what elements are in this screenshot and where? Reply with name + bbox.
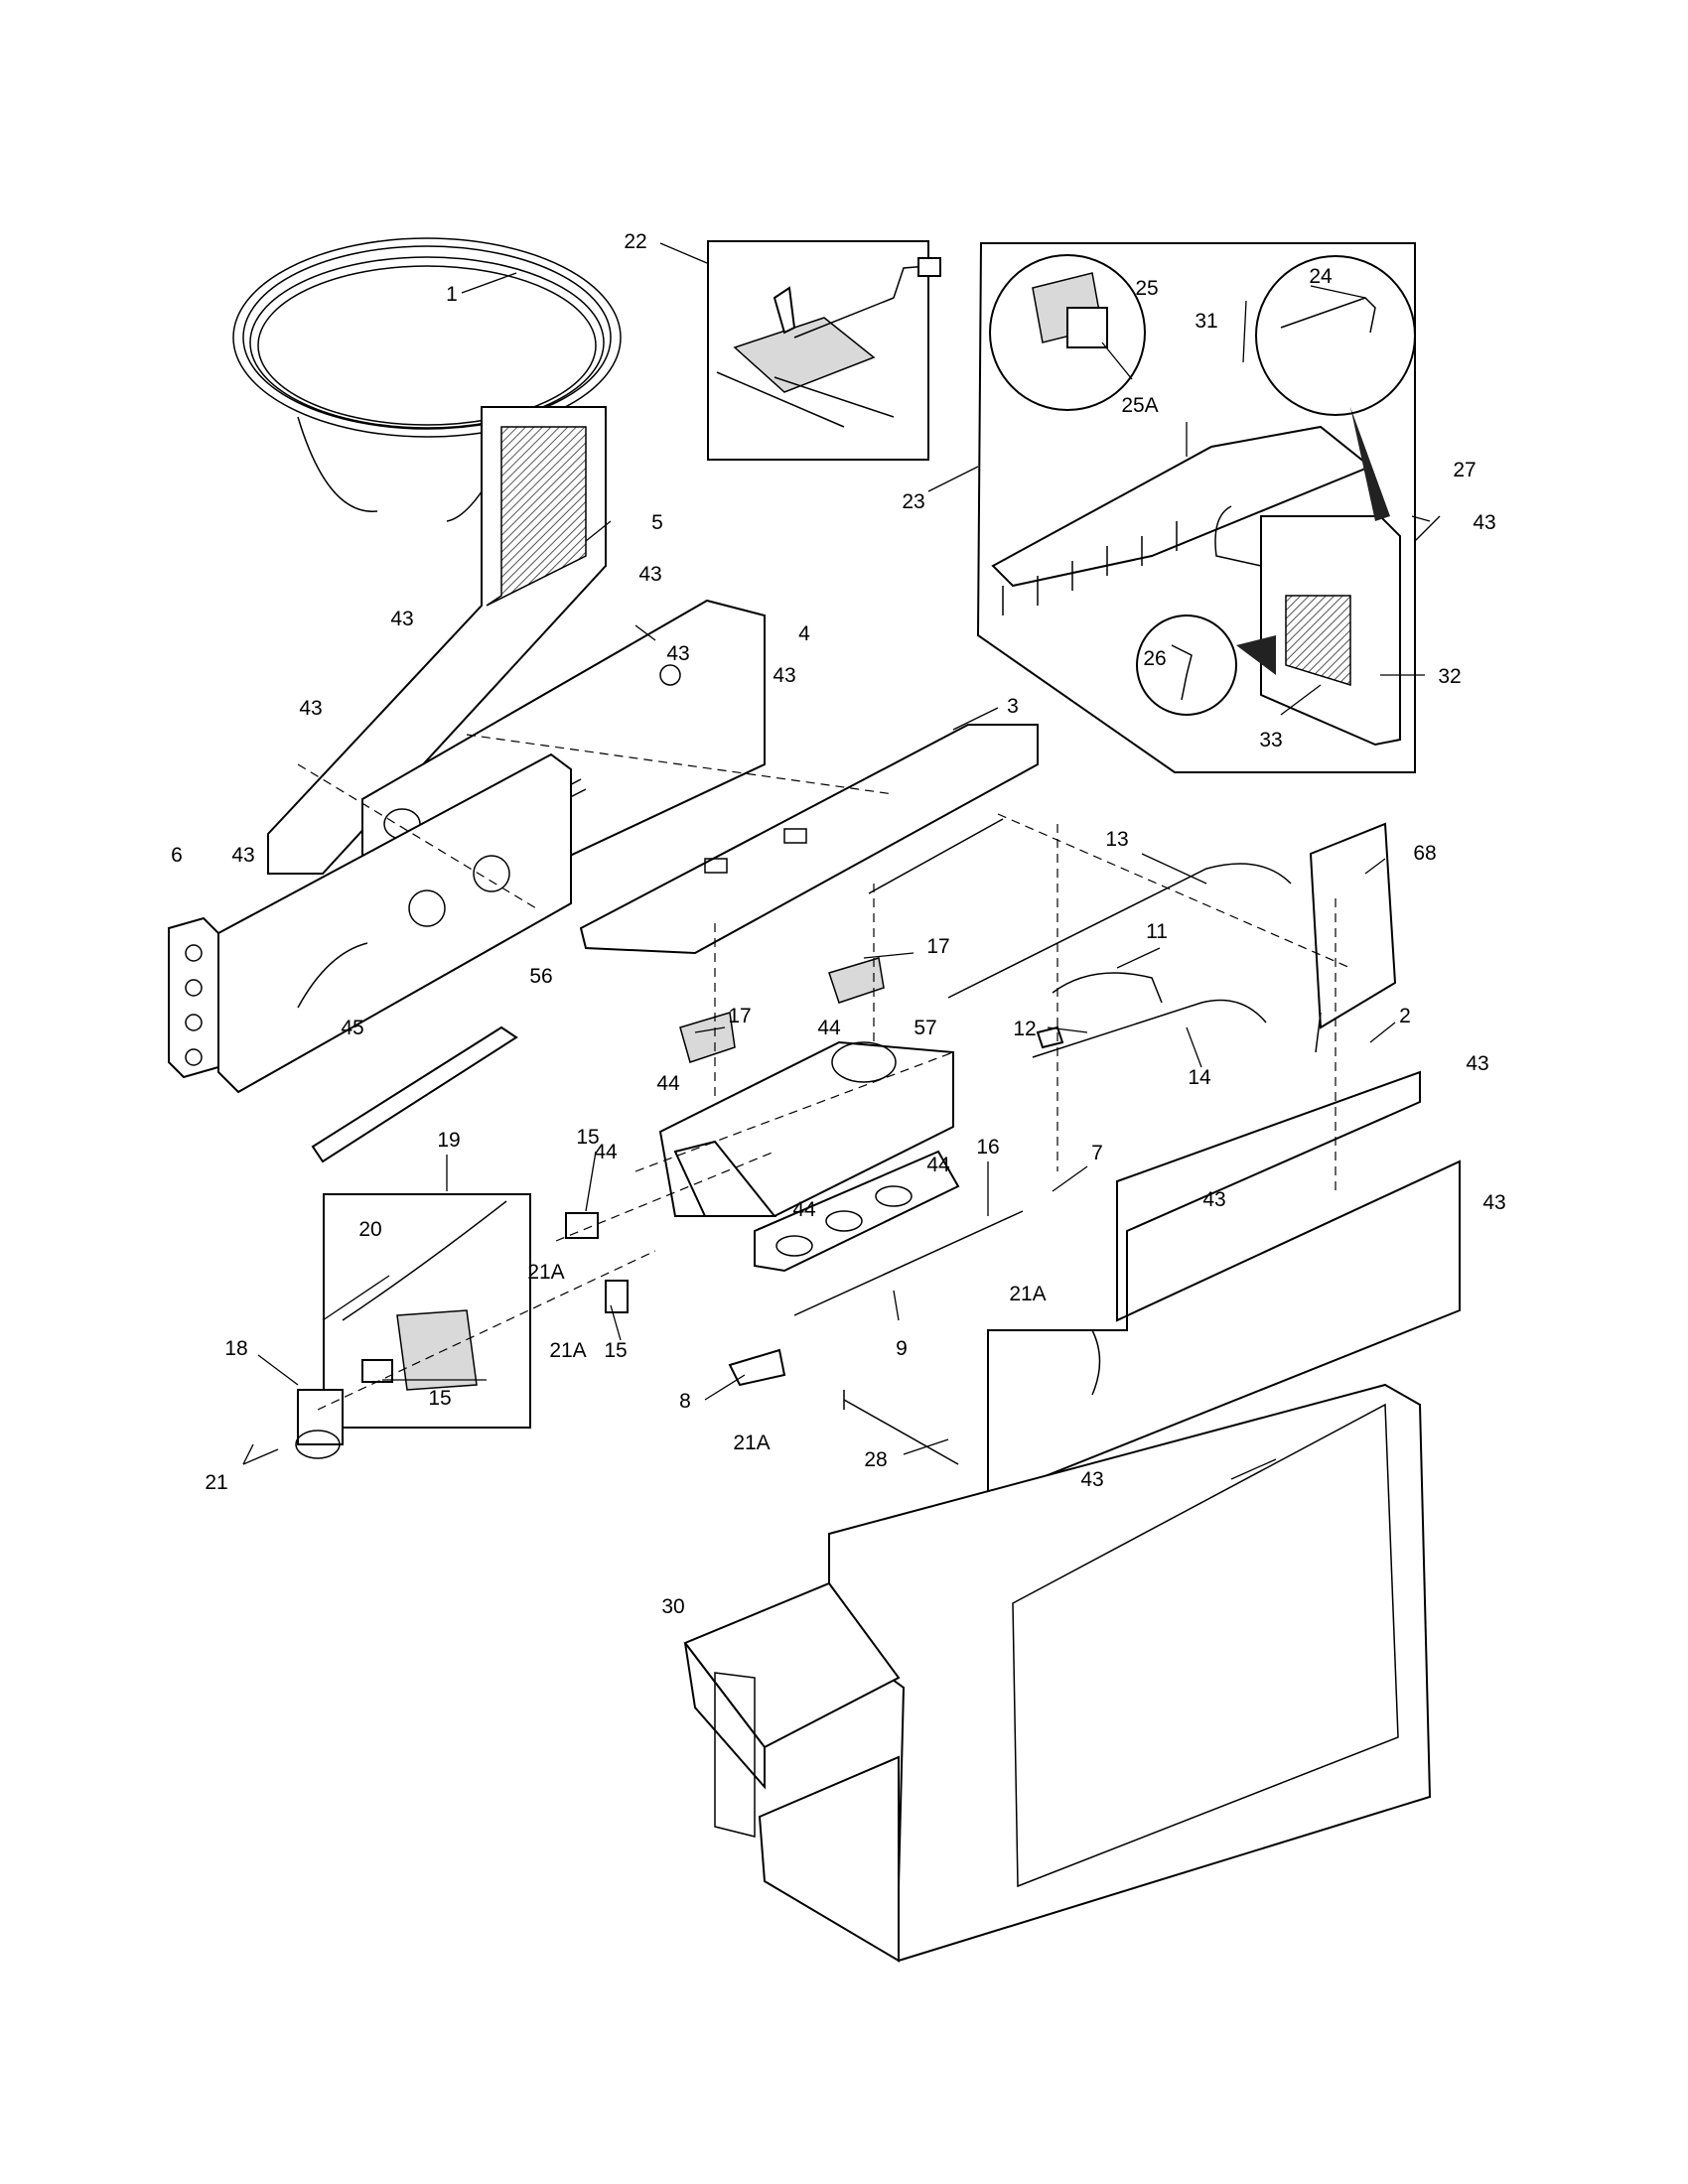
callout-5: 5 [651,511,663,534]
callout-68: 68 [1413,842,1436,865]
part-28 [843,1390,959,1465]
callout-1: 1 [446,283,458,306]
callout-22: 22 [624,230,646,253]
callout-43-h: 43 [1466,1052,1488,1075]
callout-43-f: 43 [299,697,322,720]
callout-15-b: 15 [604,1339,627,1362]
callout-7: 7 [1091,1142,1103,1164]
callout-21A-c: 21A [549,1339,586,1362]
callout-21A-b: 21A [1009,1283,1046,1305]
part-5 [267,406,607,875]
callout-12: 12 [1013,1018,1036,1040]
part-18 [295,1389,344,1459]
callout-9: 9 [896,1337,908,1360]
part-3 [579,724,1039,955]
callout-15-c: 15 [428,1387,451,1410]
callout-56: 56 [529,965,552,988]
center-housing [658,1040,954,1217]
inset-part-23 [976,242,1416,773]
callout-32: 32 [1438,665,1461,688]
callout-43-g: 43 [231,844,254,867]
callout-44-e: 44 [792,1198,816,1221]
part-15-switch-a [565,1212,599,1239]
callout-15-a: 15 [576,1126,599,1149]
callouts: 1 22 23 24 25 25A 31 27 43 26 32 33 5 43… [171,230,1506,1618]
callout-43-c: 43 [666,642,689,665]
part-front-plate [217,752,572,1094]
callout-43-j: 43 [1482,1191,1505,1214]
callout-20: 20 [358,1218,381,1241]
callout-31: 31 [1195,310,1217,333]
callout-19: 19 [437,1129,460,1152]
callout-44-b: 44 [656,1072,680,1095]
callout-43-e: 43 [390,608,413,630]
callout-8: 8 [679,1390,691,1413]
callout-23: 23 [902,490,924,513]
callout-2: 2 [1399,1005,1411,1027]
callout-43-k: 43 [1080,1468,1103,1491]
part-6 [168,916,219,1079]
callout-21: 21 [205,1471,227,1494]
callout-6: 6 [171,844,183,867]
part-15-switch-b [605,1280,629,1313]
callout-44-a: 44 [817,1017,841,1039]
part-30 [683,1383,1432,1963]
callout-16: 16 [976,1136,999,1159]
callout-25: 25 [1135,277,1158,300]
part-17-brackets [679,957,885,1063]
callout-21A-d: 21A [733,1432,770,1454]
callout-18: 18 [224,1337,247,1360]
callout-11: 11 [1146,920,1168,943]
callout-13: 13 [1105,828,1128,851]
callout-25A: 25A [1121,394,1158,417]
callout-28: 28 [864,1448,887,1471]
part-68 [1309,822,1397,1053]
inset-part-22 [707,240,941,461]
wire-harnesses [947,863,1292,1058]
part-2 [987,1070,1461,1501]
callout-27: 27 [1453,459,1476,481]
callout-24: 24 [1309,265,1333,288]
callout-44-c: 44 [594,1141,618,1163]
assembly-lines [297,734,1351,1411]
part-7 [754,1150,960,1273]
leader-lines [242,242,1441,1480]
part-9-rod [793,1210,1024,1316]
callout-17-b: 17 [728,1005,751,1027]
callout-43-b: 43 [638,563,661,586]
callout-14: 14 [1188,1066,1211,1089]
callout-30: 30 [661,1595,684,1618]
callout-26: 26 [1143,647,1166,670]
callout-33: 33 [1259,729,1282,751]
callout-21A-a: 21A [527,1261,564,1284]
callout-43-a: 43 [1473,511,1495,534]
callout-57: 57 [914,1017,936,1039]
part-56 [311,1025,518,1163]
water-tube-coil [232,237,622,522]
callout-45: 45 [341,1017,363,1039]
callout-3: 3 [1007,695,1019,718]
callout-4: 4 [798,622,810,645]
callout-17-a: 17 [926,935,949,958]
callout-43-d: 43 [773,664,795,687]
inset-part-19 [323,1193,531,1429]
callout-43-i: 43 [1202,1188,1225,1211]
callout-44-d: 44 [926,1154,950,1176]
